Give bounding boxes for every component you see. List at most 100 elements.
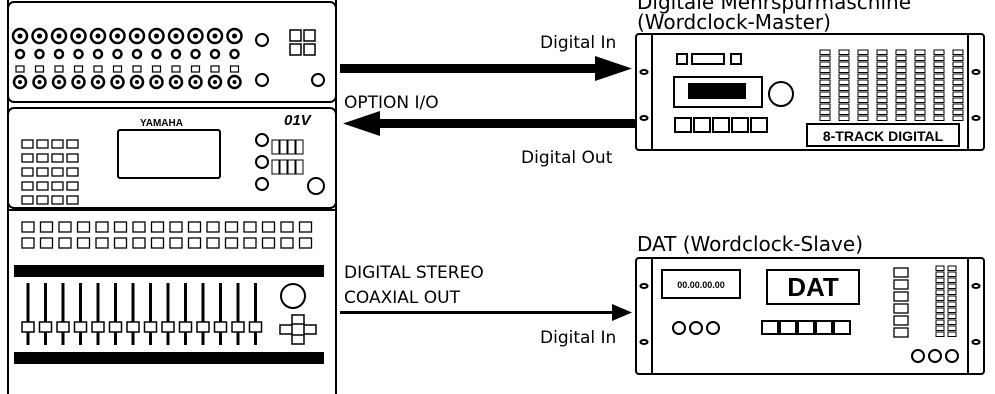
pad-switch-icon <box>190 65 201 73</box>
fader-track <box>254 283 257 345</box>
dat-meters <box>893 265 957 338</box>
fader-knob-icon <box>161 321 175 333</box>
channel-on-button <box>298 237 313 249</box>
mixer-button <box>21 181 34 191</box>
mixer-display-section: YAMAHA 01V <box>117 112 325 195</box>
channel-on-button <box>280 237 294 249</box>
fader-track <box>236 283 240 345</box>
fader-knob-icon <box>126 321 140 333</box>
channel-select-button <box>58 221 72 233</box>
trim-knob-icon <box>209 48 221 60</box>
mixer-button <box>36 139 49 149</box>
channel-on-button <box>187 237 202 249</box>
trim-knob-icon <box>92 48 104 60</box>
mixer-button <box>51 195 64 205</box>
mixer-button <box>51 139 64 149</box>
arrow-head-right-top <box>595 56 632 81</box>
channel-select-button <box>169 221 183 233</box>
mixer-brand-label: YAMAHA <box>140 118 183 129</box>
channel-select-button <box>261 221 276 233</box>
channel-on-button <box>206 237 220 249</box>
trim-knob-icon <box>131 48 143 60</box>
fader-knob-icon <box>248 321 263 333</box>
channel-select-button <box>76 221 91 233</box>
mixer-model-label: 01V <box>284 112 313 129</box>
trim-knob-icon <box>190 48 201 60</box>
rca-jack-icon <box>289 43 302 56</box>
dat-title: DAT (Wordclock-Slave) <box>637 232 863 256</box>
arrow-head-left <box>343 111 380 136</box>
data-wheel <box>280 283 306 309</box>
channel-on-button <box>169 237 183 249</box>
dat-counter: 00.00.00.00 <box>677 280 725 290</box>
trim-knob-icon <box>170 48 182 60</box>
channel-select-button <box>21 221 35 233</box>
fader-knob-icon <box>143 321 158 333</box>
channel-select-button <box>280 221 294 233</box>
rca-jack-icon <box>303 29 316 42</box>
fader-knob-icon <box>91 321 105 333</box>
mixer-button <box>66 139 79 149</box>
fader-track <box>131 283 135 345</box>
mixer-button-grid <box>21 139 313 249</box>
pad-switch-icon <box>73 65 84 73</box>
channel-select-button <box>298 221 313 233</box>
mixer-button <box>66 167 79 177</box>
mixer-button <box>36 181 49 191</box>
dat-panel-label: DAT <box>787 272 839 302</box>
fader-track <box>114 283 117 345</box>
channel-on-button <box>21 237 35 249</box>
channel-select-button <box>150 221 165 233</box>
trim-knob-icon <box>14 48 26 60</box>
label-digital-in-bottom: Digital In <box>540 328 617 348</box>
mixer-button <box>66 153 79 163</box>
fader-knob-icon <box>213 321 228 333</box>
channel-select-button <box>206 221 220 233</box>
fader-knob-icon <box>231 321 245 333</box>
pad-switch-icon <box>54 65 64 73</box>
mixer-button <box>51 181 64 191</box>
pad-switch-icon <box>132 65 142 73</box>
channel-select-button <box>132 221 146 233</box>
multitrack-display <box>688 83 746 99</box>
channel-select-button <box>95 221 109 233</box>
mixer-button <box>51 167 64 177</box>
pad-switch-icon <box>112 65 123 73</box>
multitrack-title-line2: (Wordclock-Master) <box>637 10 831 34</box>
pad-switch-icon <box>15 65 25 73</box>
channel-on-button <box>150 237 165 249</box>
trim-knob-icon <box>34 48 45 60</box>
mixer-button <box>21 195 34 205</box>
pad-switch-icon <box>210 65 220 73</box>
label-digital-in-top: Digital In <box>540 33 617 53</box>
channel-on-button <box>132 237 146 249</box>
channel-on-button <box>261 237 276 249</box>
label-option-io: OPTION I/O <box>344 93 439 113</box>
mixer-button <box>36 153 49 163</box>
arrow-to-multitrack <box>340 64 595 73</box>
channel-on-button <box>95 237 109 249</box>
fader-track <box>201 283 205 345</box>
fader-track <box>219 283 222 345</box>
dat-recorder: 00.00.00.00 DAT <box>635 257 985 375</box>
trim-knob-icon <box>112 48 123 60</box>
fader-knob-icon <box>56 321 70 333</box>
fader-track <box>166 283 170 345</box>
fader-knob-icon <box>178 321 193 333</box>
pad-switch-icon <box>171 65 181 73</box>
channel-select-button <box>224 221 239 233</box>
channel-on-button <box>224 237 239 249</box>
arrow-to-mixer <box>380 119 635 128</box>
mixer-button <box>21 153 34 163</box>
trim-knob-icon <box>53 48 65 60</box>
fader-track <box>96 283 100 345</box>
fader-track <box>184 283 187 345</box>
arrow-head-right-bottom <box>612 304 632 321</box>
trim-knob-icon <box>151 48 162 60</box>
channel-on-button <box>76 237 91 249</box>
pad-switch-icon <box>34 65 45 73</box>
trim-knob-icon <box>229 48 240 60</box>
channel-on-button <box>39 237 54 249</box>
pad-switch-icon <box>93 65 103 73</box>
channel-on-button <box>113 237 128 249</box>
